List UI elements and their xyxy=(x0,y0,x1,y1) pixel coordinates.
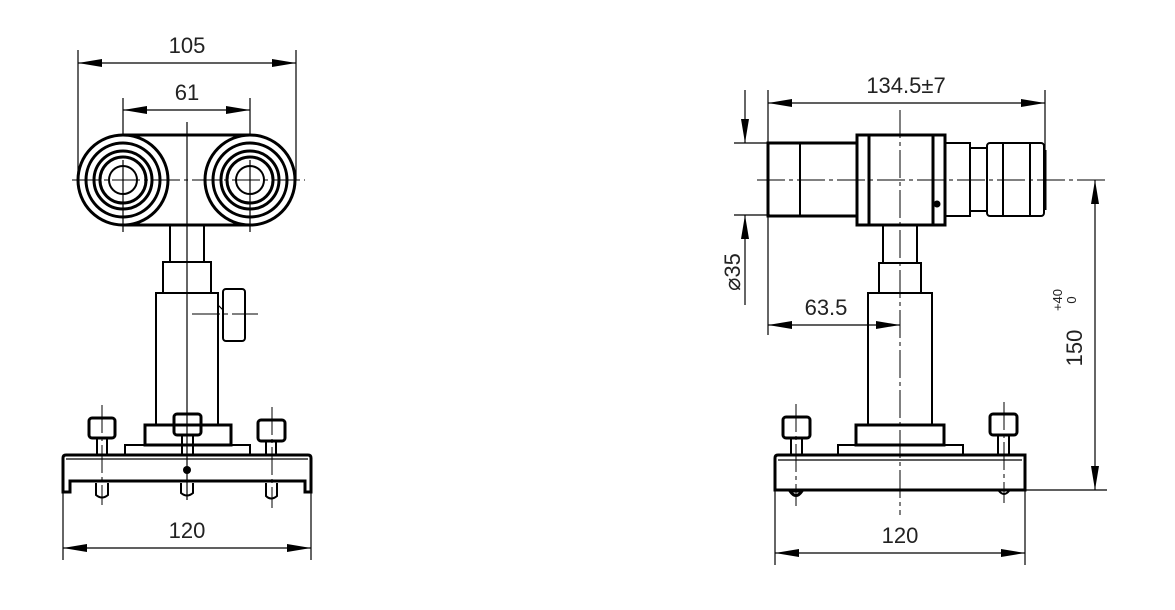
tolerance-upper: +40 xyxy=(1050,289,1065,311)
dimension-label: 61 xyxy=(175,80,199,105)
dimension-offset: 63.5 xyxy=(768,295,900,329)
front-view: 105 61 xyxy=(61,33,313,560)
dimension-base-width: 120 xyxy=(62,492,312,560)
dimension-label: 134.5±7 xyxy=(866,73,945,98)
dimension-label: 63.5 xyxy=(805,295,848,320)
support-column xyxy=(155,224,258,426)
dimension-height: 150 +40 0 xyxy=(1025,180,1107,491)
dimension-overall-width: 105 xyxy=(77,33,297,180)
side-view: 134.5±7 ⌀35 xyxy=(720,73,1107,565)
binocular-head xyxy=(72,133,305,232)
dimension-label: 120 xyxy=(882,523,919,548)
dimension-label: ⌀35 xyxy=(720,253,745,291)
dimension-label: 120 xyxy=(169,518,206,543)
dimension-base-width: 120 xyxy=(774,490,1026,565)
dimension-diameter: ⌀35 xyxy=(720,90,770,305)
dimension-label: 105 xyxy=(169,33,206,58)
tolerance-lower: 0 xyxy=(1064,296,1079,303)
lock-knob xyxy=(222,288,246,342)
dimension-label: 150 xyxy=(1062,330,1087,367)
camera-assembly xyxy=(757,133,1107,227)
dimension-lens-spacing: 61 xyxy=(122,80,251,135)
